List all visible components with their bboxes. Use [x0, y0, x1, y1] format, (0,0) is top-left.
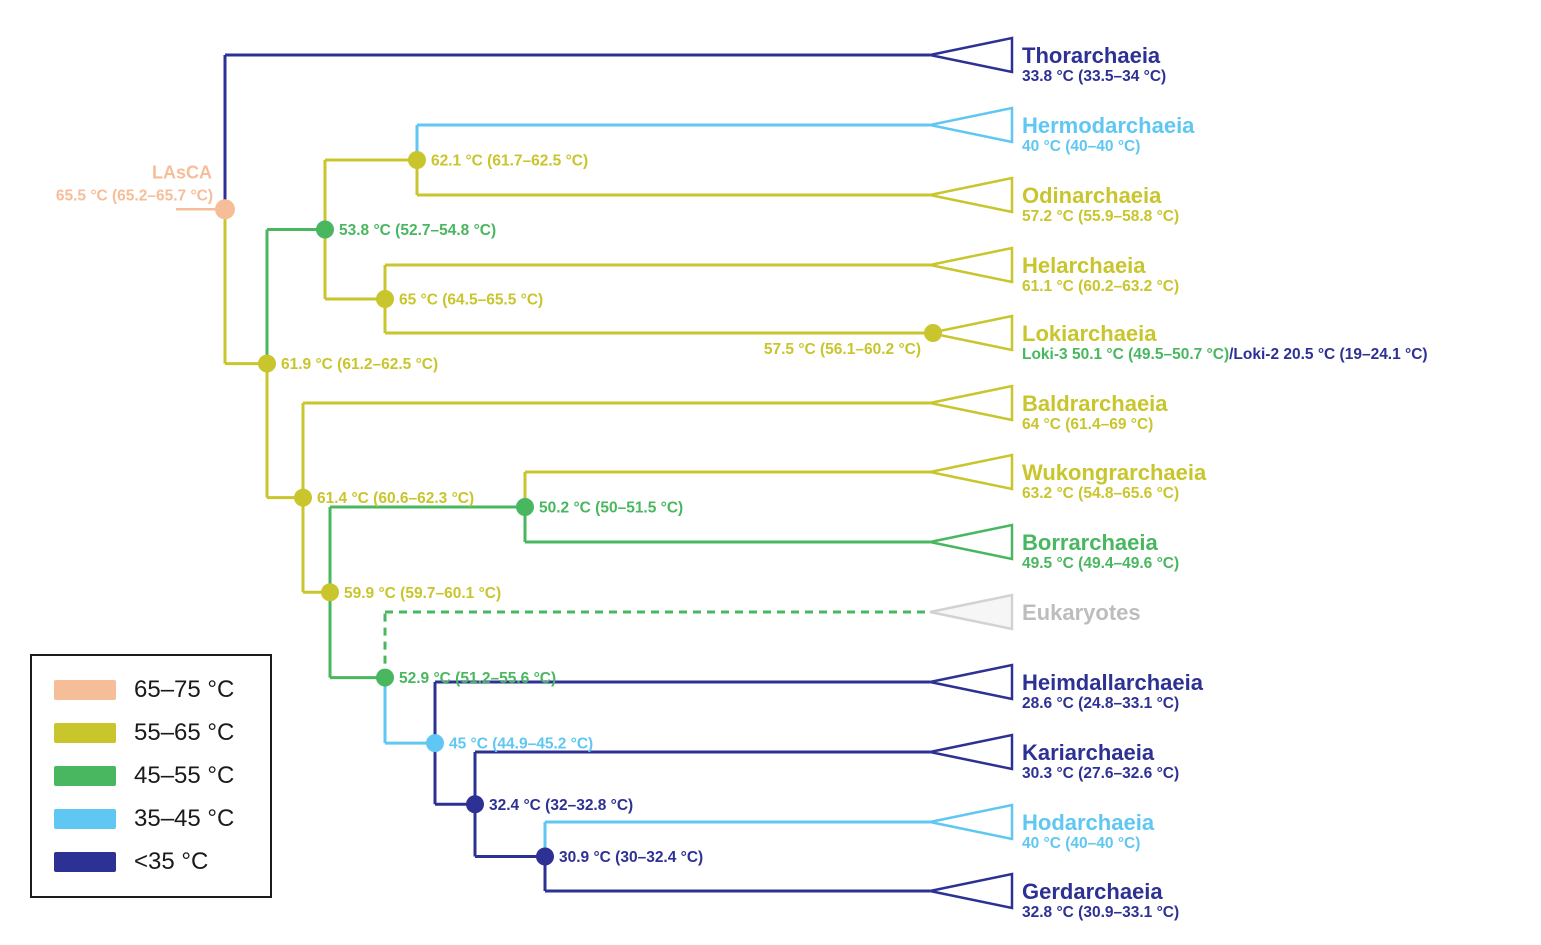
node-dot-n45	[426, 734, 444, 753]
clade-triangle-hermodarchaeia	[929, 106, 1014, 144]
taxon-name-eukaryotes: Eukaryotes	[1022, 600, 1141, 625]
clade-triangle-hodarchaeia	[929, 803, 1014, 841]
legend-swatch-35-45	[54, 809, 116, 830]
node-label-n614: 61.4 °C (60.6–62.3 °C)	[317, 490, 474, 507]
taxon-name-hodarchaeia: Hodarchaeia	[1022, 810, 1155, 835]
node-label-lasca: 65.5 °C (65.2–65.7 °C)	[56, 187, 213, 204]
taxon-value-thorarchaeia: 33.8 °C (33.5–34 °C)	[1022, 68, 1166, 85]
node-dot-n538	[316, 220, 334, 239]
node-label-n309: 30.9 °C (30–32.4 °C)	[559, 849, 703, 866]
node-label-n502: 50.2 °C (50–51.5 °C)	[539, 500, 683, 517]
taxon-value-lokiarchaeia: Loki-3 50.1 °C (49.5–50.7 °C)/Loki-2 20.…	[1022, 346, 1428, 363]
taxon-name-gerdarchaeia: Gerdarchaeia	[1022, 879, 1163, 904]
clade-triangle-eukaryotes	[929, 593, 1014, 631]
clade-triangle-thorarchaeia	[929, 36, 1014, 74]
node-label-n538: 53.8 °C (52.7–54.8 °C)	[339, 222, 496, 239]
node-label-n599: 59.9 °C (59.7–60.1 °C)	[344, 585, 501, 602]
clade-triangle-helarchaeia	[929, 246, 1014, 284]
clade-triangle-odinarchaeia	[929, 176, 1014, 214]
clade-triangle-baldrarchaeia	[929, 384, 1014, 422]
taxon-name-heimdallarchaeia: Heimdallarchaeia	[1022, 670, 1204, 695]
clade-triangle-gerdarchaeia	[929, 872, 1014, 910]
legend-item-65-75: 65–75 °C	[54, 670, 270, 710]
node-dot-n599	[321, 583, 339, 602]
node-dot-n619	[258, 354, 276, 373]
taxon-name-odinarchaeia: Odinarchaeia	[1022, 183, 1162, 208]
taxon-name-borrarchaeia: Borrarchaeia	[1022, 530, 1159, 555]
taxon-value-hermodarchaeia: 40 °C (40–40 °C)	[1022, 138, 1140, 155]
legend-label-45-55: 45–55 °C	[134, 761, 235, 789]
node-label-n324: 32.4 °C (32–32.8 °C)	[489, 797, 633, 814]
legend-item-35-45: 35–45 °C	[54, 799, 270, 839]
legend-swatch-lt-35	[54, 852, 116, 873]
taxon-value-hodarchaeia: 40 °C (40–40 °C)	[1022, 835, 1140, 852]
root-name-label: LAsCA	[152, 162, 212, 182]
legend-label-lt-35: <35 °C	[134, 848, 209, 876]
legend-swatch-65-75	[54, 679, 116, 700]
temperature-legend: 65–75 °C 55–65 °C 45–55 °C 35–45 °C <35 …	[30, 654, 272, 898]
taxon-value-helarchaeia: 61.1 °C (60.2–63.2 °C)	[1022, 278, 1179, 295]
clade-triangle-borrarchaeia	[929, 523, 1014, 561]
taxon-value-heimdallarchaeia: 28.6 °C (24.8–33.1 °C)	[1022, 695, 1179, 712]
clade-triangle-wukongrarchaeia	[929, 453, 1014, 491]
taxon-name-thorarchaeia: Thorarchaeia	[1022, 43, 1161, 68]
taxon-name-kariarchaeia: Kariarchaeia	[1022, 740, 1155, 765]
taxon-name-helarchaeia: Helarchaeia	[1022, 253, 1146, 278]
node-dot-n65	[376, 290, 394, 308]
node-label-n621: 62.1 °C (61.7–62.5 °C)	[431, 153, 588, 170]
node-dot-n502	[516, 498, 534, 516]
legend-swatch-45-55	[54, 765, 116, 786]
node-dot-n309	[536, 847, 554, 866]
node-label-n65: 65 °C (64.5–65.5 °C)	[399, 292, 543, 309]
node-dot-n621	[408, 151, 426, 169]
node-dot-n324	[466, 795, 484, 814]
taxon-value-baldrarchaeia: 64 °C (61.4–69 °C)	[1022, 416, 1153, 433]
legend-label-65-75: 65–75 °C	[134, 675, 235, 703]
clade-triangle-lokiarchaeia	[929, 314, 1014, 352]
legend-swatch-55-65	[54, 722, 116, 743]
taxon-value-borrarchaeia: 49.5 °C (49.4–49.6 °C)	[1022, 555, 1179, 572]
taxon-value-kariarchaeia: 30.3 °C (27.6–32.6 °C)	[1022, 765, 1179, 782]
legend-item-45-55: 45–55 °C	[54, 756, 270, 796]
taxon-value-gerdarchaeia: 32.8 °C (30.9–33.1 °C)	[1022, 904, 1179, 921]
clade-triangle-kariarchaeia	[929, 733, 1014, 771]
node-dot-n529	[376, 668, 394, 687]
node-label-n45: 45 °C (44.9–45.2 °C)	[449, 736, 593, 753]
node-dot-lasca	[215, 199, 235, 220]
taxon-name-wukongrarchaeia: Wukongrarchaeia	[1022, 460, 1207, 485]
legend-label-35-45: 35–45 °C	[134, 805, 235, 833]
legend-label-55-65: 55–65 °C	[134, 718, 235, 746]
taxon-name-hermodarchaeia: Hermodarchaeia	[1022, 113, 1195, 138]
node-label-n619: 61.9 °C (61.2–62.5 °C)	[281, 356, 438, 373]
taxon-value-wukongrarchaeia: 63.2 °C (54.8–65.6 °C)	[1022, 485, 1179, 502]
node-label-n575: 57.5 °C (56.1–60.2 °C)	[764, 341, 921, 358]
taxon-value-odinarchaeia: 57.2 °C (55.9–58.8 °C)	[1022, 208, 1179, 225]
node-dot-n575	[924, 324, 942, 342]
node-dot-n614	[294, 488, 312, 507]
taxon-name-baldrarchaeia: Baldrarchaeia	[1022, 391, 1168, 416]
node-label-n529: 52.9 °C (51.2–55.6 °C)	[399, 670, 556, 687]
legend-item-lt-35: <35 °C	[54, 842, 270, 882]
clade-triangle-heimdallarchaeia	[929, 663, 1014, 701]
legend-item-55-65: 55–65 °C	[54, 713, 270, 753]
taxon-name-lokiarchaeia: Lokiarchaeia	[1022, 321, 1157, 346]
